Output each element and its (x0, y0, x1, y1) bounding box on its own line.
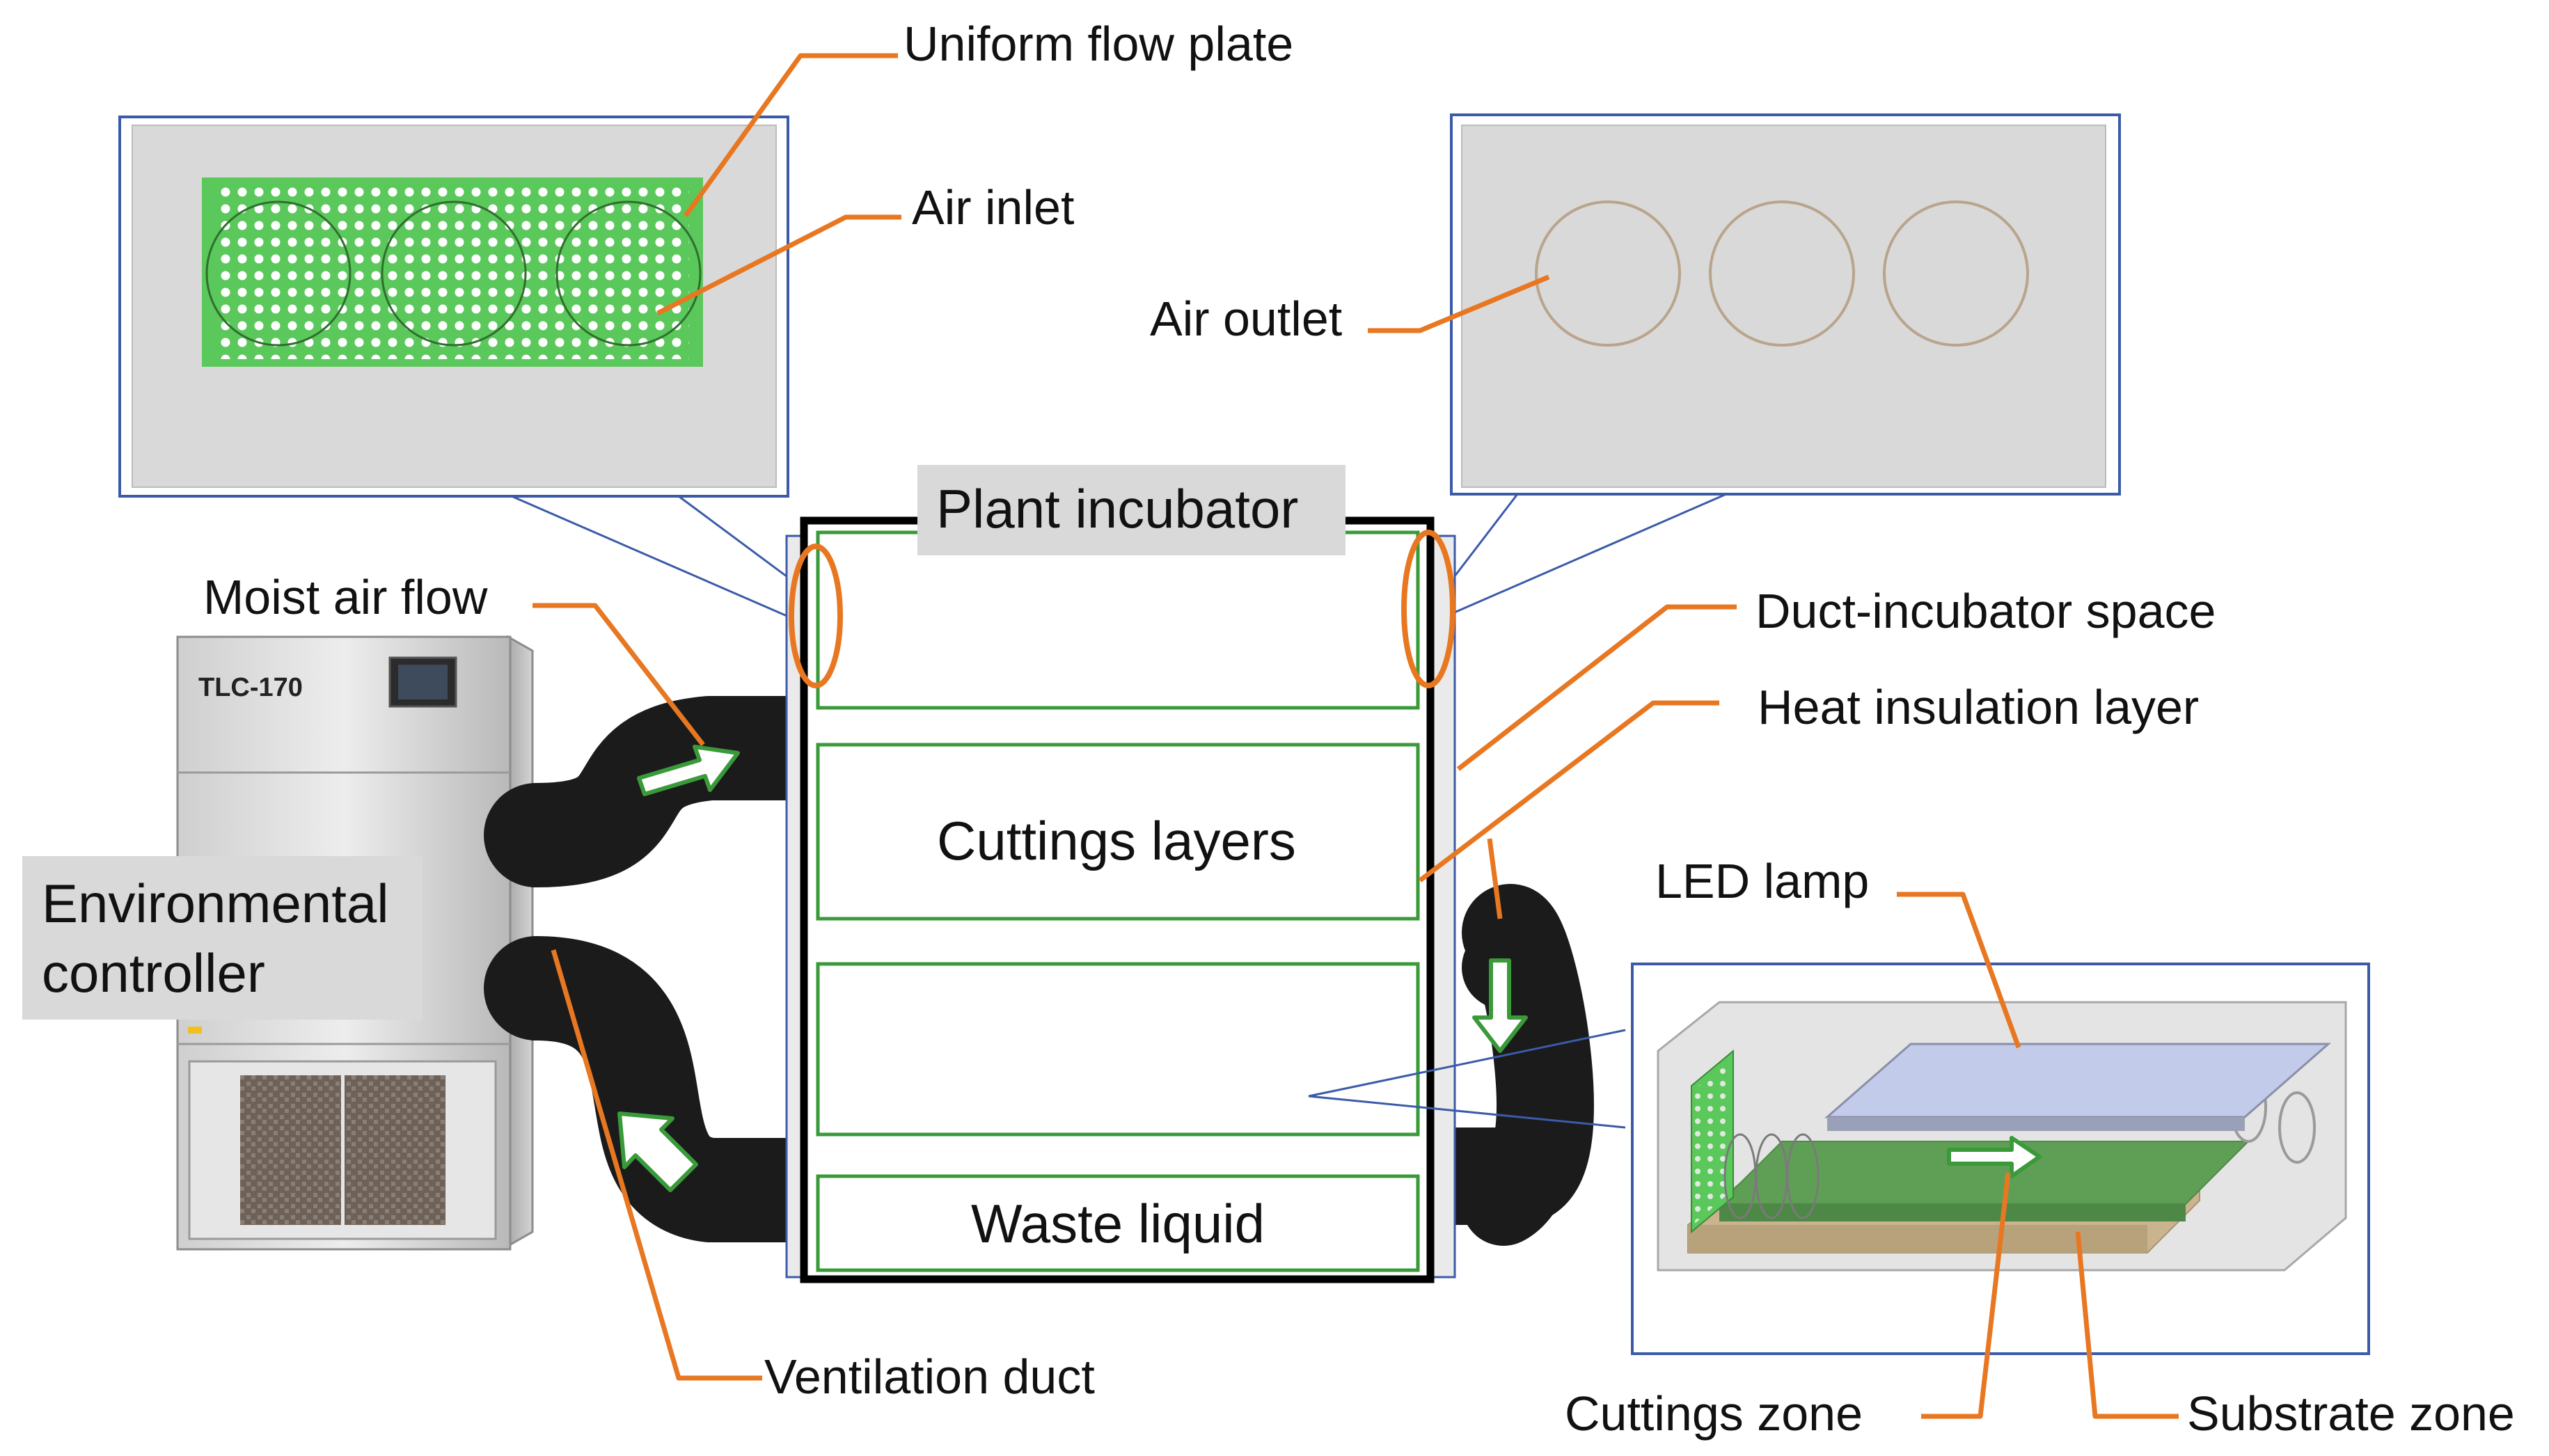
outlet-inset-frame (1450, 113, 2121, 496)
inlet-zoom-line-1 (511, 495, 812, 628)
leader-air-inlet (656, 214, 901, 316)
controller-grille-left (240, 1075, 341, 1225)
substrate-zone-label: Substrate zone (2187, 1386, 2515, 1441)
air-outlet-label: Air outlet (1150, 292, 1342, 346)
air-inlet-circle-3 (555, 200, 702, 347)
leader-led-lamp (1897, 892, 2021, 1049)
leader-substrate-zone (2075, 1231, 2179, 1419)
flow-arrow-cabinet (1947, 1136, 2042, 1178)
leader-heat-insulation-layer (1418, 700, 1719, 883)
plant-incubator-label-box (917, 465, 1345, 555)
air-outlet-circle-3 (1883, 200, 2029, 347)
plate-holes (216, 187, 689, 359)
flow-arrow-upper (637, 745, 740, 796)
air-inlet-label: Air inlet (912, 180, 1074, 235)
heat-insulation-layer-label: Heat insulation layer (1758, 680, 2199, 734)
flow-arrow-lower (617, 1111, 698, 1192)
device-model-label: TLC-170 (198, 673, 303, 702)
incubator-tray-3 (816, 962, 1420, 1137)
controller-grille-frame (188, 1060, 497, 1240)
uniform-flow-plate-label: Uniform flow plate (903, 17, 1293, 71)
outlet-zoom-line-2 (1430, 493, 1727, 624)
air-outlet-circle-2 (1709, 200, 1855, 347)
outlet-highlight-ellipse (1401, 530, 1455, 688)
waste-liquid-tray (816, 1174, 1420, 1272)
environmental-controller-label-box (22, 856, 423, 1020)
cuttings-layers-label: Cuttings layers (937, 810, 1296, 871)
environmental-controller-label-line1: Environmental (42, 873, 389, 934)
led-lamp-shape (1824, 1043, 2331, 1118)
air-outlet-circle-1 (1535, 200, 1681, 347)
air-inlet-circle-2 (381, 200, 527, 347)
leader-ventilation-duct (551, 949, 762, 1381)
led-lamp-label: LED lamp (1655, 854, 1869, 908)
ventilation-duct-label: Ventilation duct (764, 1350, 1095, 1404)
leader-duct-incubator-space (1456, 604, 1737, 771)
inlet-highlight-ellipse (789, 544, 843, 688)
leader-air-outlet (1368, 274, 1550, 333)
outlet-panel (1461, 125, 2106, 488)
duct-incubator-space-label: Duct-incubator space (1755, 584, 2216, 638)
cabinet-zoom-line-1 (1308, 1029, 1626, 1098)
outlet-zoom-inset (1450, 113, 2121, 496)
ventilation-ducts (484, 696, 1594, 1246)
inlet-inset-frame (118, 116, 789, 498)
right-duct-bend (1462, 926, 1587, 1246)
incubator-tray-2 (816, 743, 1420, 921)
moist-air-flow-label: Moist air flow (203, 570, 488, 624)
incubator-tray-1 (816, 530, 1420, 710)
cabinet-inset-frame (1631, 963, 2370, 1355)
plant-incubator: Cuttings layers Waste liquid (785, 516, 1456, 1283)
leader-heat-insulation-layer-2 (1487, 838, 1503, 919)
environmental-controller-label-line2: controller (42, 942, 265, 1004)
waste-liquid-label: Waste liquid (971, 1193, 1265, 1254)
cuttings-zone-label: Cuttings zone (1565, 1386, 1863, 1441)
flow-arrow-right (1472, 958, 1528, 1053)
controller-grille-right (345, 1075, 445, 1225)
leader-cuttings-zone (1921, 1172, 2011, 1419)
plant-incubator-label: Plant incubator (936, 478, 1298, 539)
cabinet-zoom-line-2 (1308, 1095, 1626, 1129)
leader-uniform-flow-plate (684, 53, 898, 218)
led-cabinet-inset (1631, 963, 2370, 1355)
upper-duct (484, 696, 853, 887)
air-inlet-circle-1 (205, 200, 352, 347)
inlet-zoom-inset (118, 116, 789, 498)
leader-moist-air-flow (532, 603, 705, 747)
